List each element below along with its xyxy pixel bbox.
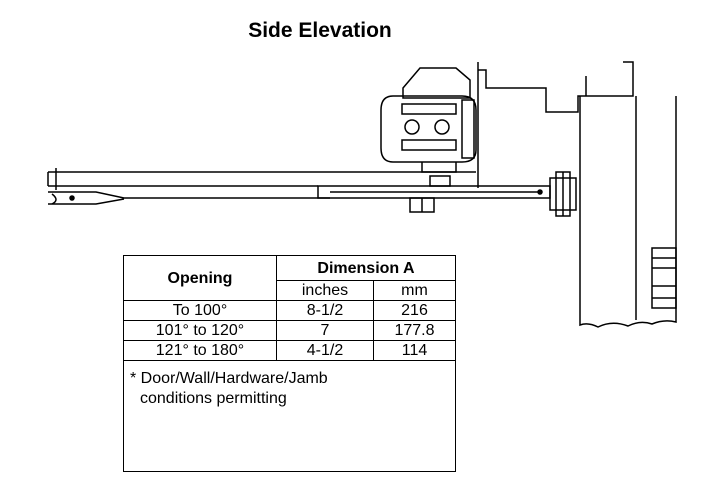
pivot-nut-upper (429, 175, 451, 187)
closer-hole-left (404, 119, 420, 135)
forearm (48, 191, 330, 205)
cell-inches: 8-1/2 (276, 300, 374, 321)
main-arm (47, 171, 476, 187)
cell-mm: 177.8 (373, 320, 455, 341)
opening-dimension-table: Opening Dimension A inches mm To 100° 8-… (124, 256, 455, 361)
table-row: 121° to 180° 4-1/2 114 (124, 340, 455, 361)
table-row: 101° to 120° 7 177.8 (124, 320, 455, 341)
cell-opening: 101° to 120° (124, 320, 277, 341)
cell-opening: 121° to 180° (124, 340, 277, 361)
hinge-body (651, 247, 677, 309)
door-jamb (579, 96, 677, 328)
dimension-table: Opening Dimension A inches mm To 100° 8-… (123, 255, 456, 472)
closer-cap (402, 67, 471, 99)
header-inches: inches (276, 280, 374, 301)
header-dimension-a: Dimension A (276, 256, 455, 281)
closer-slot-top (401, 103, 457, 115)
footnote: * Door/Wall/Hardware/Jamb conditions per… (124, 361, 455, 409)
wall-outline (477, 61, 634, 188)
closer-hole-right (434, 119, 450, 135)
footnote-line-1: * Door/Wall/Hardware/Jamb (130, 370, 328, 387)
cell-mm: 114 (373, 340, 455, 361)
closer-slot-bottom (401, 139, 457, 151)
cell-opening: To 100° (124, 300, 277, 321)
cell-inches: 7 (276, 320, 374, 341)
header-mm: mm (373, 280, 455, 301)
header-opening: Opening (124, 256, 277, 301)
cell-mm: 216 (373, 300, 455, 321)
diagram-title: Side Elevation (248, 19, 392, 42)
table-row: To 100° 8-1/2 216 (124, 300, 455, 321)
footnote-line-2: conditions permitting (140, 390, 287, 407)
cell-inches: 4-1/2 (276, 340, 374, 361)
